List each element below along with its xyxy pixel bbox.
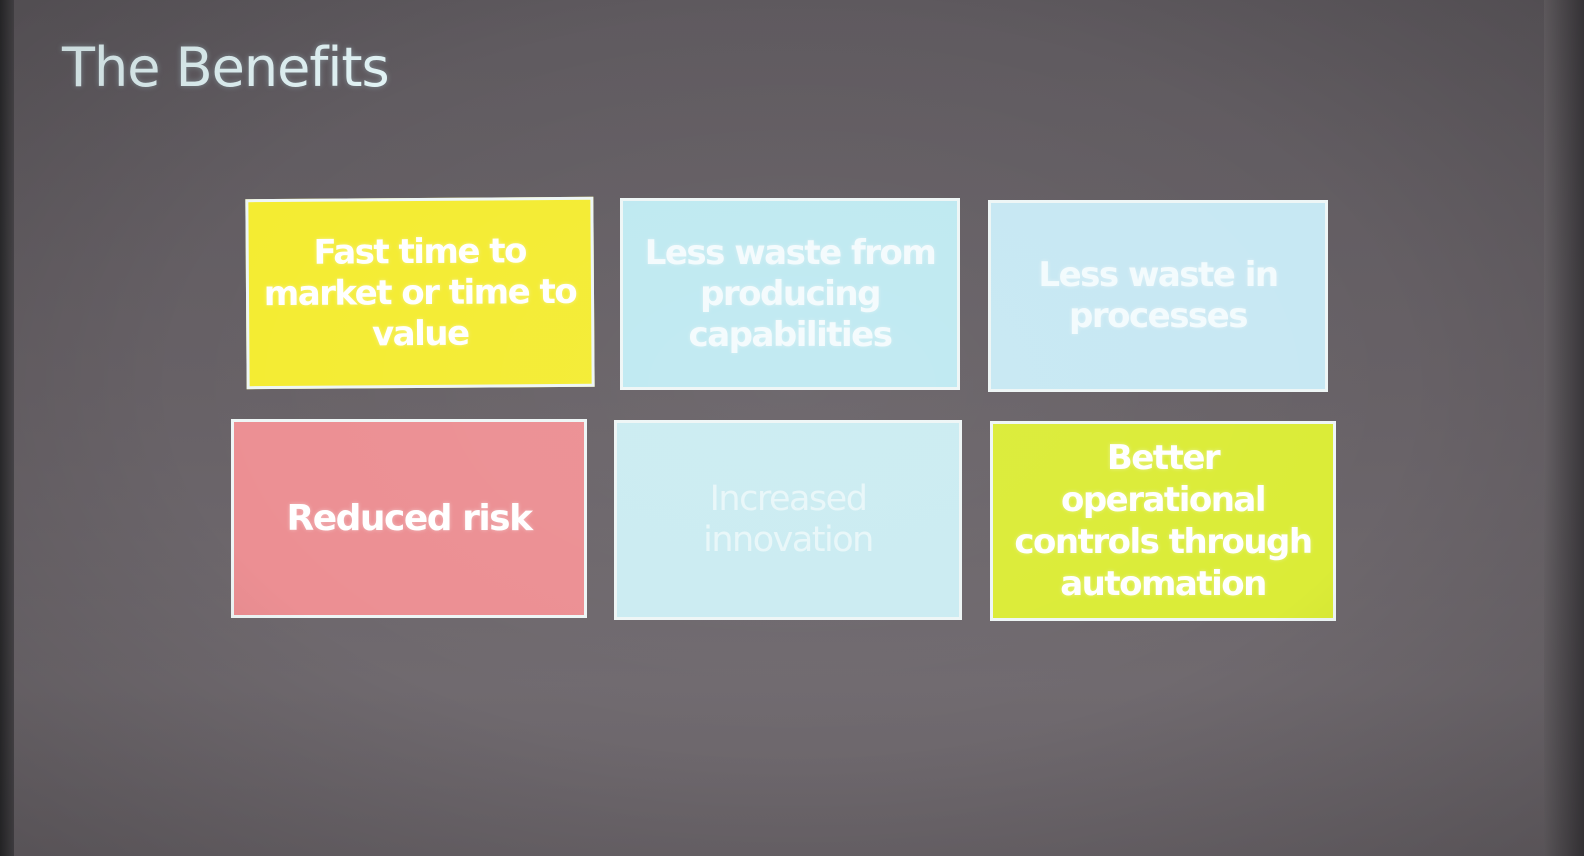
benefit-tile-reduced-risk: Reduced risk xyxy=(231,419,587,618)
benefit-tile-label: Reduced risk xyxy=(286,498,533,539)
screen-bezel-right xyxy=(1544,0,1584,856)
benefit-tile-less-waste-capabilities: Less waste from producing capabilities xyxy=(620,198,960,390)
screen-bezel-left xyxy=(0,0,14,856)
slide-title: The Benefits xyxy=(62,36,390,99)
benefit-tile-label: Less waste in processes xyxy=(1038,255,1279,336)
benefit-tile-operational-controls: Better operational controls through auto… xyxy=(990,421,1336,621)
benefit-tile-time-to-market: Fast time to market or time to value xyxy=(245,196,595,390)
benefit-tile-label: Less waste from producing capabilities xyxy=(644,232,937,355)
benefit-tile-increased-innovation: Increased innovation xyxy=(614,420,962,620)
benefit-tile-less-waste-processes: Less waste in processes xyxy=(988,200,1328,392)
benefit-tile-label: Increased innovation xyxy=(703,479,874,560)
benefit-tile-label: Better operational controls through auto… xyxy=(1014,438,1313,604)
benefit-tile-label: Fast time to market or time to value xyxy=(263,230,577,354)
